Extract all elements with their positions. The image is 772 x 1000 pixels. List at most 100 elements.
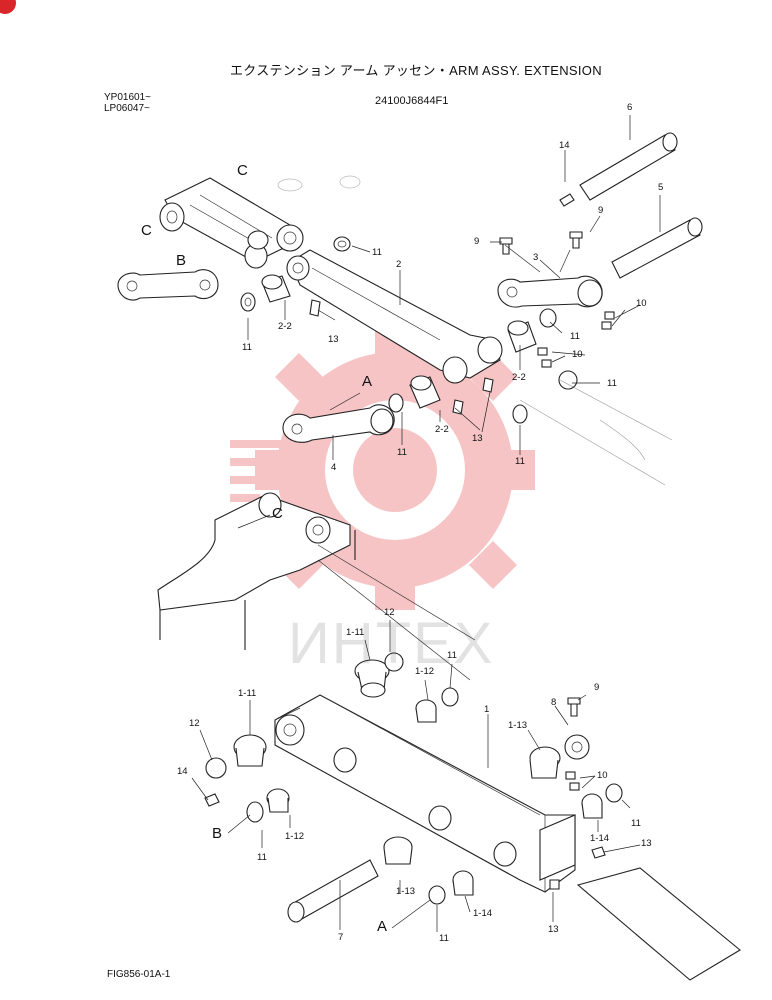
- upper-bracket: [159, 177, 304, 269]
- pin-5: [611, 217, 703, 279]
- bushing-1-11-b: [233, 734, 267, 767]
- bushing-1-13-a: [383, 836, 413, 865]
- washer-11-i: [605, 783, 623, 803]
- nut-10-c: [537, 347, 548, 356]
- callout-13-d: 13: [548, 924, 559, 935]
- faint-boom: [519, 379, 673, 486]
- washer-11-c: [539, 308, 557, 328]
- view-letter-c-2: C: [141, 222, 152, 239]
- callout-10-c: 10: [597, 770, 608, 781]
- washer-12-a: [384, 652, 404, 672]
- callout-1-13-a: 1-13: [508, 720, 528, 731]
- callout-11-f: 11: [515, 456, 525, 467]
- callout-8: 8: [551, 697, 557, 708]
- grease-nipple-13-c: [482, 377, 494, 393]
- pin-7: [287, 859, 379, 923]
- callout-1-13-b: 1-13: [396, 886, 416, 897]
- view-letter-c-1: C: [237, 162, 248, 179]
- serial-range-2: LP06047~: [104, 103, 150, 114]
- callout-9-a: 9: [598, 205, 604, 216]
- callout-1-11-b: 1-11: [238, 688, 257, 699]
- washer-11-a: [333, 236, 351, 252]
- bushing-2-2-b: [507, 320, 537, 353]
- callout-11-h: 11: [631, 818, 641, 829]
- pin-6: [579, 132, 678, 201]
- corner-badge: [0, 0, 16, 14]
- washer-11-b: [240, 292, 256, 312]
- faint-bolts: [277, 175, 361, 192]
- link-b: [117, 269, 219, 301]
- bushing-1-14-a: [581, 793, 603, 819]
- callout-14-b: 14: [177, 766, 188, 777]
- callout-13-c: 13: [641, 838, 652, 849]
- grease-nipple-14: [204, 793, 220, 807]
- washer-12-b: [205, 757, 227, 779]
- callout-1-14-b: 1-14: [473, 908, 493, 919]
- bushing-1-14-b: [452, 870, 474, 896]
- link-3: [497, 275, 603, 308]
- callout-11-d: 11: [607, 378, 617, 389]
- view-letter-b-1: B: [176, 252, 187, 269]
- nut-10-b: [601, 321, 612, 330]
- callout-11-i: 11: [257, 852, 267, 863]
- callout-11-e: 11: [397, 447, 407, 458]
- callout-11-a: 11: [372, 247, 382, 258]
- washer-11-d: [558, 370, 578, 390]
- callout-11-b: 11: [570, 331, 580, 342]
- nut-10-f: [569, 782, 580, 791]
- callout-12-a: 12: [384, 607, 395, 618]
- lower-bracket: [157, 492, 356, 650]
- callout-11-c: 11: [242, 342, 252, 353]
- bushing-1-13-b: [529, 746, 561, 779]
- page-title: エクステンション アーム アッセン・ARM ASSY. EXTENSION: [230, 63, 602, 78]
- callout-13-a: 13: [328, 334, 339, 345]
- grease-nipple-13-d: [591, 846, 606, 859]
- part-number: 24100J6844F1: [375, 95, 449, 107]
- callout-14-a: 14: [559, 140, 570, 151]
- boom-stub: [576, 867, 741, 981]
- bolt-9-b: [569, 231, 583, 249]
- extension-arm-1: [274, 694, 576, 893]
- arm-2: [286, 249, 503, 384]
- callout-1-14-a: 1-14: [590, 833, 610, 844]
- callout-11-j: 11: [439, 933, 449, 944]
- nut-10-a: [604, 311, 615, 320]
- view-letter-c-3: C: [272, 505, 283, 522]
- grease-nipple-13-b: [452, 399, 464, 415]
- callout-12-b: 12: [189, 718, 200, 729]
- callout-5: 5: [658, 182, 664, 193]
- callout-2-2-a: 2-2: [278, 321, 292, 332]
- callout-2-2-c: 2-2: [435, 424, 449, 435]
- washer-11-e: [512, 404, 528, 424]
- washer-11-f: [388, 393, 404, 413]
- callout-13-b: 13: [472, 433, 483, 444]
- bolt-9-c: [567, 697, 581, 717]
- bushing-1-11-a: [354, 659, 390, 698]
- callout-2-2-b: 2-2: [512, 372, 526, 383]
- pin-washer-8: [564, 734, 590, 760]
- view-letter-a-2: A: [377, 918, 388, 935]
- grease-nipple-13-a: [309, 299, 321, 317]
- callout-3: 3: [533, 252, 539, 263]
- callout-1-12-a: 1-12: [415, 666, 435, 677]
- callout-4: 4: [331, 462, 337, 473]
- link-4: [282, 404, 395, 443]
- figure-code: FIG856-01A-1: [107, 969, 171, 980]
- bushing-2-2-a: [261, 274, 291, 303]
- nut-10-e: [565, 771, 576, 780]
- callout-1-12-b: 1-12: [285, 831, 305, 842]
- bolt-14: [559, 193, 575, 207]
- nut-10-d: [541, 359, 552, 368]
- callout-7: 7: [338, 932, 344, 943]
- bushing-1-12-b: [266, 788, 290, 813]
- callout-leaders: [191, 115, 661, 932]
- callout-10-b: 10: [572, 349, 583, 360]
- view-letter-a-1: A: [362, 373, 373, 390]
- callout-11-g: 11: [447, 650, 457, 661]
- callout-9-b: 9: [474, 236, 480, 247]
- callout-6: 6: [627, 102, 633, 113]
- callout-1-11-a: 1-11: [346, 627, 365, 638]
- washer-11-j: [428, 885, 446, 905]
- grease-nipple-13-e: [549, 879, 560, 890]
